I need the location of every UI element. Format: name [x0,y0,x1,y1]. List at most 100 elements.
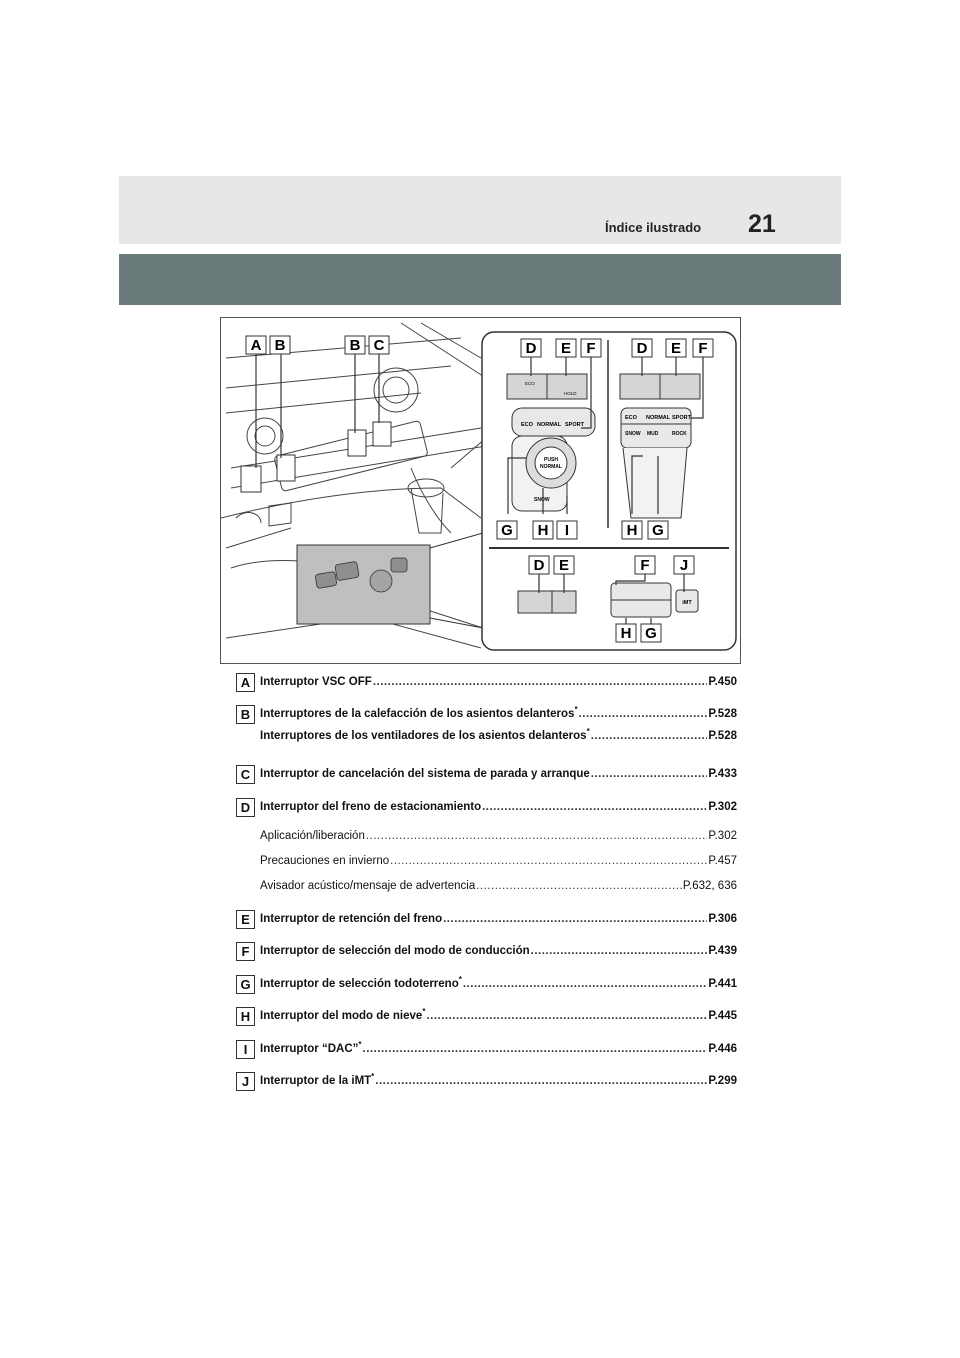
leader-dots [366,830,708,842]
svg-text:E: E [559,557,569,574]
entry-text: Interruptor de selección todoterreno* [260,975,462,990]
callout-A: A [245,335,267,355]
svg-text:A: A [251,337,262,354]
entry-letter-badge: I [236,1040,255,1059]
svg-text:D: D [534,557,545,574]
entry-letter-badge: G [236,975,255,994]
svg-text:B: B [350,337,361,354]
svg-text:SPORT: SPORT [672,415,692,421]
footnote-marker: * [422,1007,426,1017]
svg-text:NORMAL: NORMAL [537,422,562,428]
svg-text:C: C [374,337,385,354]
header-band [119,254,841,305]
page-reference[interactable]: P.445 [708,1010,737,1022]
leader-dots [531,945,708,957]
entry-line: Interruptor de selección del modo de con… [260,945,737,957]
footnote-marker: * [358,1040,362,1050]
page-reference[interactable]: P.528 [708,708,737,720]
leader-dots [390,855,707,867]
leader-dots [476,880,682,892]
entry-letter-badge: D [236,798,255,817]
leader-dots [591,730,708,742]
page-reference[interactable]: P.302 [708,830,737,842]
svg-text:E: E [561,340,571,357]
page-reference[interactable]: P.450 [708,676,737,688]
entry-text: Interruptores de la calefacción de los a… [260,705,578,720]
callout-B: B [344,335,366,355]
entry-text: Interruptor del modo de nieve* [260,1007,426,1022]
leader-dots [591,768,708,780]
entry-text: Interruptor de selección del modo de con… [260,945,530,957]
svg-text:NORMAL: NORMAL [540,464,562,470]
entry-line: Interruptor de selección todoterreno* P.4… [260,975,737,990]
page-reference[interactable]: P.306 [708,913,737,925]
svg-text:H: H [627,522,638,539]
page-reference[interactable]: P.441 [708,978,737,990]
svg-text:MUD: MUD [647,431,659,437]
svg-text:SNOW: SNOW [534,497,550,503]
entry-letter-badge: A [236,673,255,692]
entry-line: Interruptor “DAC”* P.446 [260,1040,737,1055]
svg-text:ROCK: ROCK [672,431,687,437]
entry-line: Interruptor de la iMT*P.299 [260,1073,737,1087]
page-reference[interactable]: P.528 [708,730,737,742]
entry-line: Precauciones en invierno P.457 [260,855,737,867]
entry-text: Aplicación/liberación [260,830,365,842]
svg-text:G: G [645,625,657,642]
footnote-marker: * [574,705,578,715]
svg-text:NORMAL: NORMAL [646,415,671,421]
entry-letter-badge: C [236,765,255,784]
entry-line: Aplicación/liberación P.302 [260,830,737,842]
page-reference[interactable]: P.457 [708,855,737,867]
svg-text:D: D [526,340,537,357]
entry-letter-badge: H [236,1007,255,1026]
page-reference[interactable]: P.299 [708,1075,737,1087]
svg-text:E: E [671,340,681,357]
leader-dots [375,1075,707,1087]
footnote-marker: * [586,727,590,737]
callout-labels: A B B C D E F G H I D E F H G D E F J H … [245,335,714,643]
page-header [119,176,841,244]
svg-text:iMT: iMT [682,600,692,606]
svg-text:SNOW: SNOW [625,431,641,437]
page-reference[interactable]: P.439 [708,945,737,957]
page-reference[interactable]: P.632, 636 [682,880,737,892]
section-title: Índice ilustrado [605,220,702,235]
leader-dots [443,913,707,925]
leader-dots [426,1010,707,1022]
dashboard-illustration: PUSH NORMAL ECO NORMAL SPORT SNOW ECO HO… [221,322,737,651]
page-reference[interactable]: P.446 [708,1043,737,1055]
svg-text:ECO: ECO [625,415,638,421]
leader-dots [482,801,707,813]
entry-text: Interruptor de retención del freno [260,913,443,925]
page-reference[interactable]: P.433 [708,768,737,780]
entry-line: Interruptor de cancelación del sistema d… [260,768,737,780]
entry-text: Interruptor del freno de estacionamiento [260,801,482,813]
entry-line: Interruptores de los ventiladores de los… [260,727,737,742]
leader-dots [463,978,708,990]
page-reference[interactable]: P.302 [708,801,737,813]
entry-text: Interruptores de los ventiladores de los… [260,727,590,742]
svg-text:F: F [698,340,707,357]
svg-text:B: B [275,337,286,354]
entry-line: Avisador acústico/mensaje de advertencia… [260,880,737,892]
svg-text:J: J [680,557,688,574]
page-number: 21 [748,210,776,238]
svg-text:F: F [640,557,649,574]
leader-dots [373,676,708,688]
svg-text:D: D [637,340,648,357]
svg-text:ECO: ECO [521,422,534,428]
leader-dots [579,708,708,720]
entry-letter-badge: E [236,910,255,929]
entry-text: Interruptor VSC OFF [260,676,372,688]
entry-text: Interruptor de cancelación del sistema d… [260,768,590,780]
svg-text:G: G [652,522,664,539]
svg-text:I: I [565,522,569,539]
leader-dots [363,1043,708,1055]
svg-text:HOLD: HOLD [564,391,577,396]
entry-text: Interruptor “DAC”* [260,1040,362,1055]
entry-text: Precauciones en invierno [260,855,390,867]
entry-letter-badge: B [236,705,255,724]
entry-line: Interruptor del freno de estacionamiento… [260,801,737,813]
entry-letter-badge: F [236,942,255,961]
